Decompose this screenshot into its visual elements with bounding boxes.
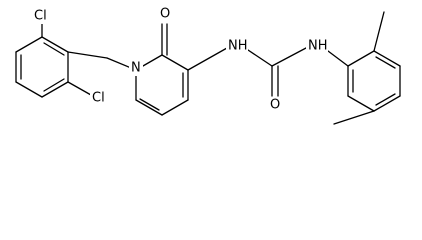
atom-label-ring-o: O: [160, 7, 170, 22]
pyridinone-ring: [135, 54, 189, 116]
urea-bond-right: [271, 47, 307, 67]
methyl-top-bond: [373, 11, 385, 52]
nh-left-bond: [187, 47, 228, 71]
atom-label-urea-o: O: [270, 98, 280, 113]
methyl-bottom-bond: [333, 110, 375, 125]
atom-label-cl-bottom: Cl: [92, 91, 105, 106]
cl-bottom-bond: [67, 81, 92, 96]
dimethylphenyl-ring: [347, 50, 401, 112]
chemical-structure-diagram: Cl Cl N O NH NH O: [15, 6, 401, 125]
atom-label-nh-right: NH: [308, 39, 328, 54]
urea-bond-left: [244, 47, 273, 67]
dichlorophenyl-ring: [15, 36, 69, 98]
benzyl-bond-1: [67, 51, 108, 59]
atom-label-ring-n: N: [131, 61, 141, 76]
atom-label-cl-top: Cl: [34, 9, 47, 24]
atom-label-nh-left: NH: [228, 39, 248, 54]
